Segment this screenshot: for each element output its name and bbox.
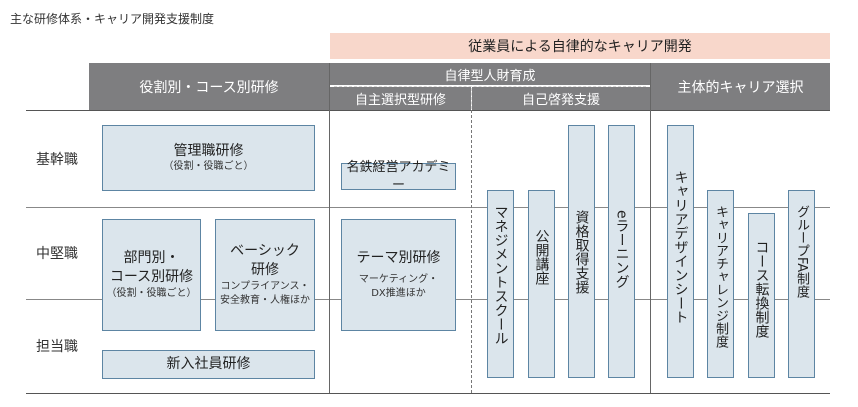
meitetsu-academy-box: 名鉄経営アカデミー xyxy=(341,160,456,193)
theme-training-box: テーマ別研修 マーケティング・ DX推進ほか xyxy=(341,219,456,331)
row-label-senior: 基幹職 xyxy=(36,151,78,168)
theme-training-label: テーマ別研修 xyxy=(356,249,441,266)
header-career-choice: 主体的キャリア選択 xyxy=(651,63,830,110)
course-change-box: コース転換制度 xyxy=(748,213,775,378)
group-fa-box: グループFA制度 xyxy=(788,190,815,378)
career-challenge-label: キャリアチャレンジ制度 xyxy=(713,205,728,348)
group-fa-label: グループFA制度 xyxy=(794,205,809,299)
basic-training-note-1: コンプライアンス・ xyxy=(220,280,310,292)
theme-training-note-1: マーケティング・ xyxy=(358,274,439,286)
course-change-label: コース転換制度 xyxy=(753,240,770,338)
career-development-banner: 従業員による自律的なキャリア開発 xyxy=(330,33,830,59)
public-course-label: 公開講座 xyxy=(533,229,550,285)
career-design-sheet-box: キャリアデザインシート xyxy=(667,125,694,378)
grid-line-top xyxy=(26,110,830,111)
department-training-label-1: 部門別・ xyxy=(123,250,180,267)
management-school-label: マネジメントスクール xyxy=(492,205,509,345)
row-label-staff: 担当職 xyxy=(36,339,78,355)
header-divider-vertical xyxy=(471,88,472,109)
column-divider-1 xyxy=(329,63,330,393)
elearning-box: eラーニング xyxy=(608,125,635,378)
new-employee-training-label: 新入社員研修 xyxy=(166,356,251,373)
column-divider-dashed xyxy=(471,110,472,393)
theme-training-note-2: DX推進ほか xyxy=(371,288,426,300)
basic-training-label-1: ベーシック xyxy=(230,243,300,260)
header-self-select: 自主選択型研修 xyxy=(330,87,471,110)
grid-line-row1 xyxy=(26,207,830,208)
qualification-support-label: 資格取得支援 xyxy=(573,210,590,294)
page-title: 主な研修体系・キャリア開発支援制度 xyxy=(10,12,215,26)
management-school-box: マネジメントスクール xyxy=(487,190,514,378)
department-course-training-box: 部門別・ コース別研修 （役割・役職ごと） xyxy=(102,219,201,331)
header-self-development: 自己啓発支援 xyxy=(472,87,650,110)
management-training-label: 管理職研修 xyxy=(173,142,244,159)
row-label-mid: 中堅職 xyxy=(36,246,78,262)
qualification-support-box: 資格取得支援 xyxy=(568,125,595,378)
basic-training-note-2: 安全教育・人権ほか xyxy=(220,294,310,306)
column-divider-2 xyxy=(650,63,651,393)
department-training-note: （役割・役職ごと） xyxy=(106,287,197,299)
meitetsu-academy-label: 名鉄経営アカデミー xyxy=(346,159,451,193)
new-employee-training-box: 新入社員研修 xyxy=(102,350,315,379)
header-autonomous: 自律型人財育成 xyxy=(330,63,650,85)
elearning-label: eラーニング xyxy=(613,210,630,289)
header-divider xyxy=(334,86,646,87)
basic-training-box: ベーシック 研修 コンプライアンス・ 安全教育・人権ほか xyxy=(215,219,315,331)
career-design-sheet-label: キャリアデザインシート xyxy=(672,170,689,324)
grid-line-bottom xyxy=(26,393,830,394)
header-course-training: 役割別・コース別研修 xyxy=(89,63,329,110)
basic-training-label-2: 研修 xyxy=(251,262,279,278)
department-training-label-2: コース別研修 xyxy=(109,269,194,285)
management-training-note: （役割・役職ごと） xyxy=(163,161,254,173)
management-training-box: 管理職研修 （役割・役職ごと） xyxy=(102,125,315,191)
public-course-box: 公開講座 xyxy=(528,190,555,378)
career-challenge-box: キャリアチャレンジ制度 xyxy=(707,190,734,378)
